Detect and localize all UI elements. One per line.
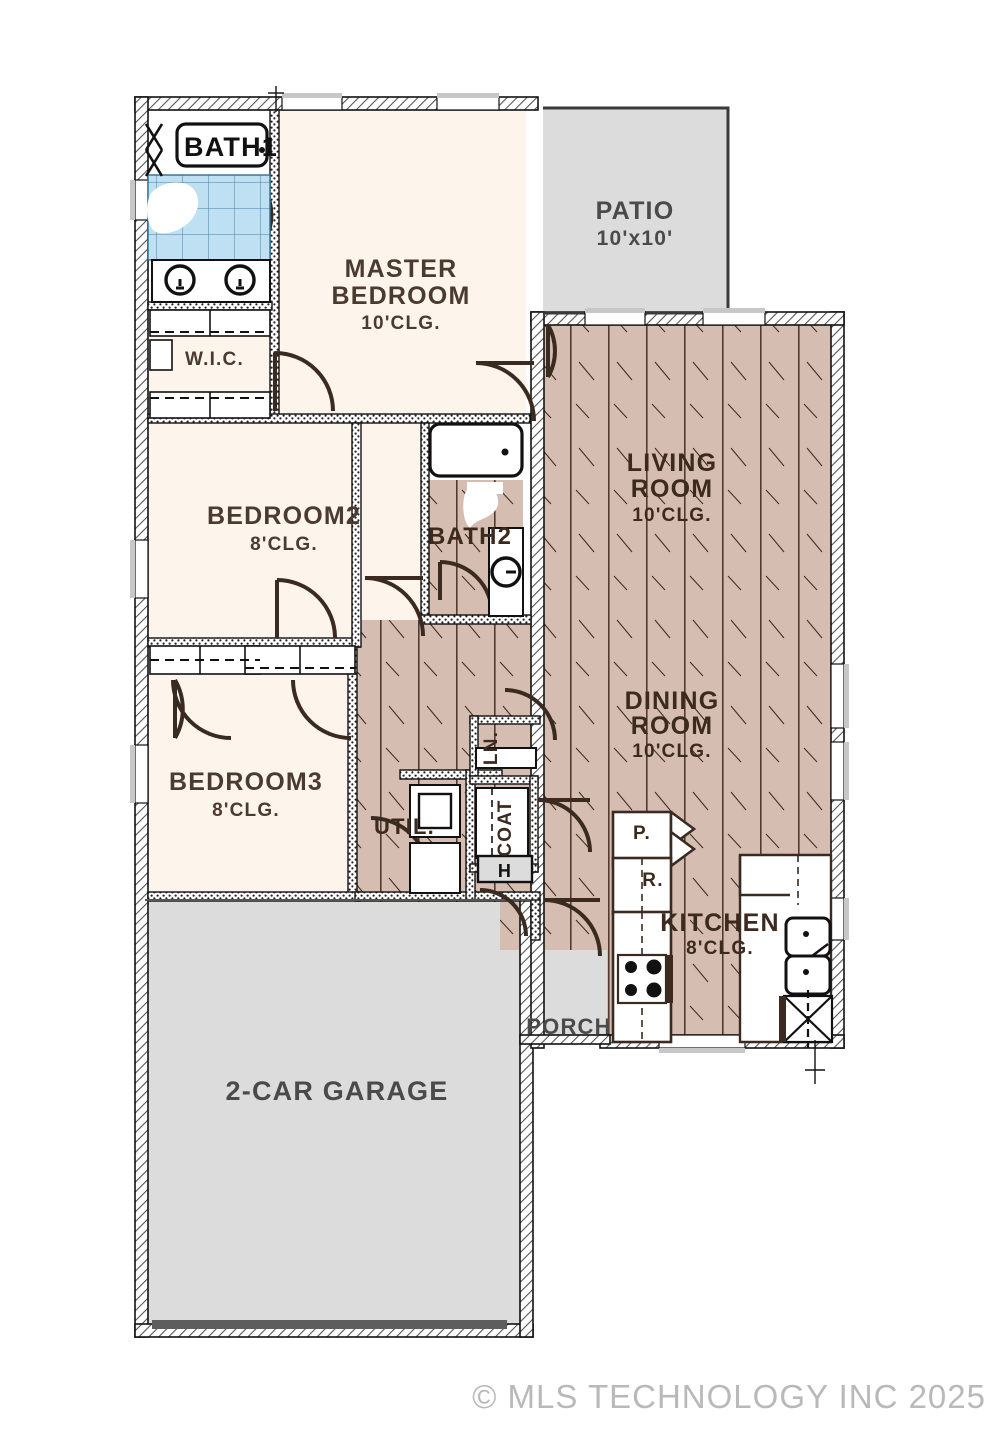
room-labels: BATH1 W.I.C. MASTER BEDROOM 10'CLG. PATI…: [169, 122, 780, 1106]
label-refrigerator: R.: [642, 870, 663, 891]
dishwasher: [782, 990, 834, 1048]
wic-shelving: [149, 309, 271, 419]
bedroom-closets: [149, 645, 356, 675]
label-master-ceiling: 10'CLG.: [361, 313, 440, 334]
label-porch: PORCH: [526, 1014, 611, 1039]
utility-fixtures: [409, 747, 537, 894]
label-master-line2: BEDROOM: [332, 282, 471, 310]
label-dining-line1: DINING: [625, 687, 720, 715]
label-living-line1: LIVING: [627, 449, 718, 477]
label-water-heater: H: [498, 861, 512, 881]
label-dining-line2: ROOM: [631, 712, 714, 740]
toilet-icon: [144, 123, 164, 177]
master-bedroom-floor: [277, 108, 526, 420]
label-patio: PATIO: [596, 197, 675, 225]
bath1-fixtures: [144, 123, 271, 303]
kitchen-sink: [784, 916, 832, 996]
label-living-line2: ROOM: [631, 475, 714, 503]
label-bath1: BATH1: [184, 132, 278, 162]
label-bath2: BATH2: [428, 523, 512, 550]
living-room-floor: [537, 318, 831, 634]
bedroom3-floor: [148, 645, 355, 900]
garage-floor: [145, 900, 530, 1332]
watermark: © MLS TECHNOLOGY INC 2025: [472, 1378, 986, 1415]
dimension-ticks: [268, 86, 825, 1084]
label-utility: UTIL.: [374, 814, 435, 839]
label-patio-dimensions: 10'x10': [597, 227, 674, 250]
garage-door: [145, 899, 530, 1329]
label-kitchen: KITCHEN: [660, 909, 780, 937]
label-bedroom3-ceiling: 8'CLG.: [212, 800, 280, 821]
label-bedroom2: BEDROOM2: [207, 502, 361, 530]
bathtub: [428, 422, 524, 478]
kitchen-fixtures: [611, 809, 834, 1048]
label-coat: COAT: [495, 799, 516, 856]
label-master-line1: MASTER: [345, 255, 458, 283]
label-bedroom2-ceiling: 8'CLG.: [250, 534, 318, 555]
label-dining-ceiling: 10'CLG.: [632, 741, 711, 762]
label-linen: LN.: [481, 731, 502, 765]
label-wic: W.I.C.: [185, 349, 244, 370]
label-kitchen-ceiling: 8'CLG.: [686, 938, 754, 959]
dryer: [409, 842, 461, 894]
windows: [130, 93, 849, 1053]
label-garage: 2-CAR GARAGE: [226, 1076, 449, 1106]
label-living-ceiling: 10'CLG.: [632, 505, 711, 526]
bath2-fixtures: [428, 422, 524, 617]
toilet: [463, 484, 499, 528]
label-bedroom3: BEDROOM3: [169, 768, 323, 796]
bedroom2-floor: [148, 420, 420, 645]
water-heater-box: [476, 854, 534, 884]
patio-floor: [543, 108, 728, 313]
label-pantry: P.: [633, 823, 651, 844]
bath1-label-box: [175, 122, 269, 168]
